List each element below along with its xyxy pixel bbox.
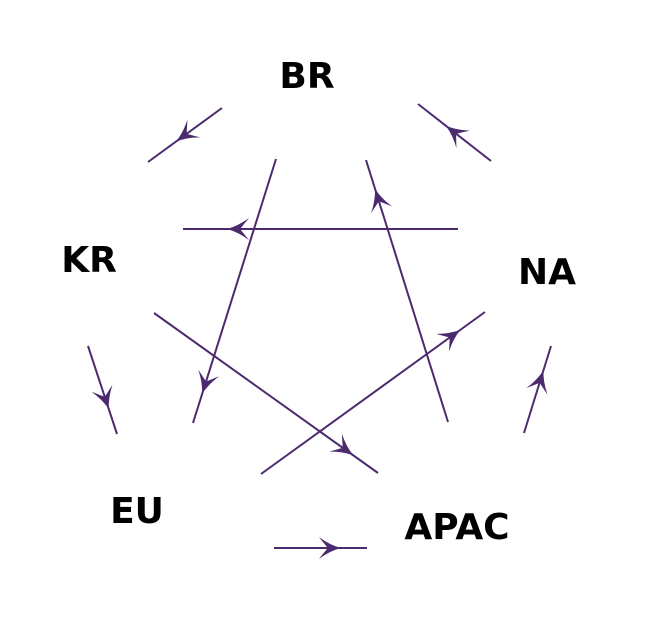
edge-line <box>260 311 486 475</box>
arrowhead-icon <box>371 188 393 214</box>
labels-layer: BR NA APAC EU KR <box>61 56 576 548</box>
arrowhead-icon <box>198 369 220 394</box>
edges-layer <box>87 103 552 559</box>
node-label-na: NA <box>518 252 576 293</box>
arrowhead-icon <box>436 329 461 352</box>
arrowhead-icon <box>318 537 341 559</box>
edge-line <box>192 158 277 424</box>
edge-apac-to-na <box>523 345 552 434</box>
node-label-kr: KR <box>61 240 117 281</box>
node-label-apac: APAC <box>404 507 509 548</box>
edge-line <box>523 345 552 434</box>
edge-line <box>365 159 449 423</box>
edge-line <box>153 312 379 474</box>
arrowhead-icon <box>176 119 201 142</box>
arrowhead-icon <box>526 370 548 395</box>
edge-kr-to-eu <box>87 345 118 435</box>
edge-eu-to-na <box>260 311 486 475</box>
arrowhead-icon <box>227 218 249 240</box>
arrowhead-icon <box>445 125 470 148</box>
edge-na-to-kr <box>183 218 458 240</box>
edge-br-to-kr <box>147 107 223 163</box>
edge-na-to-br <box>417 103 492 162</box>
arrowhead-icon <box>329 433 354 456</box>
node-label-eu: EU <box>110 491 164 532</box>
edge-br-to-eu <box>192 158 277 424</box>
arrowhead-icon <box>91 384 113 410</box>
edge-eu-to-apac <box>274 537 367 559</box>
edge-kr-to-apac <box>153 312 379 474</box>
edge-line <box>87 345 118 435</box>
node-label-br: BR <box>279 56 334 97</box>
edge-apac-to-br <box>365 159 449 423</box>
